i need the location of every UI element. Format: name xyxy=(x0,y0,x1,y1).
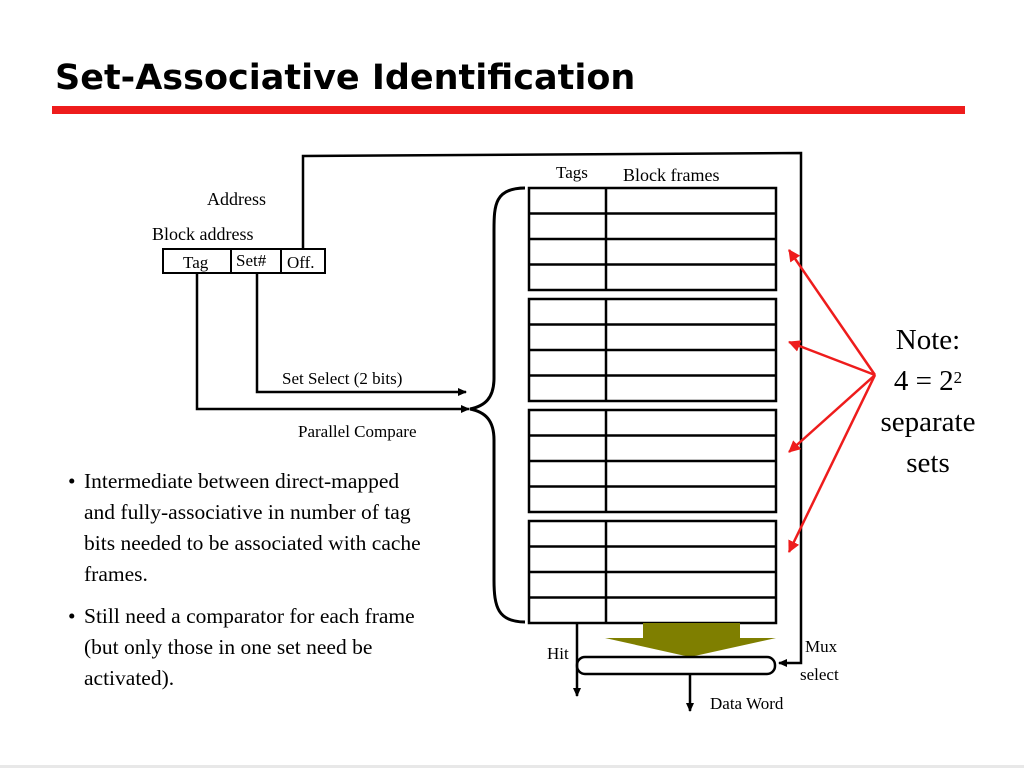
note-arrow-set-1 xyxy=(787,249,877,376)
address-label: Address xyxy=(207,189,266,209)
cache-set-3 xyxy=(527,408,778,514)
note-equation-prefix: 4 = 2 xyxy=(893,365,954,397)
tags-column-header: Tags xyxy=(556,163,588,182)
bottom-strip xyxy=(0,765,1024,768)
bullet-item-1: Intermediate between direct-mapped and f… xyxy=(68,466,423,590)
cache-set-2 xyxy=(527,297,778,403)
note-line-sets: sets xyxy=(906,447,950,479)
offset-field-label: Off. xyxy=(287,253,315,272)
note-equation: 4 = 22 xyxy=(862,361,994,402)
note-arrow-set-4 xyxy=(787,374,877,553)
slide-title: Set-Associative Identification xyxy=(55,58,636,98)
tag-compare-wire xyxy=(195,273,470,413)
note-arrow-set-2 xyxy=(788,340,876,377)
note-arrow-set-3 xyxy=(788,374,876,453)
bullet-list: Intermediate between direct-mapped and f… xyxy=(68,466,423,705)
mux-bar xyxy=(575,655,777,676)
bullet-item-2: Still need a comparator for each frame (… xyxy=(68,601,423,694)
data-word-label: Data Word xyxy=(710,694,784,713)
mux-funnel xyxy=(605,623,776,657)
cache-set-1 xyxy=(527,186,778,292)
hit-label: Hit xyxy=(547,644,569,663)
block-address-label: Block address xyxy=(152,224,253,244)
block-frames-column-header: Block frames xyxy=(623,165,719,185)
tag-field-label: Tag xyxy=(183,253,209,272)
set-field-box xyxy=(230,248,282,274)
mux-select-label-line2: select xyxy=(800,665,839,684)
set-field-label: Set# xyxy=(236,251,267,270)
note-exponent: 2 xyxy=(953,368,963,387)
set-select-wire xyxy=(255,273,467,396)
offset-wire xyxy=(301,151,803,667)
cache-sets xyxy=(527,186,778,625)
title-underline xyxy=(52,106,965,114)
note-box: Note: 4 = 22 separate sets xyxy=(862,320,994,484)
cache-set-4 xyxy=(527,519,778,625)
note-line-separate: separate xyxy=(880,406,976,438)
note-label: Note: xyxy=(895,324,961,356)
parallel-compare-label: Parallel Compare xyxy=(298,422,417,441)
set-brace xyxy=(469,186,526,624)
mux-select-label-line1: Mux xyxy=(805,637,838,656)
set-select-label: Set Select (2 bits) xyxy=(282,369,402,388)
offset-field-box xyxy=(280,248,326,274)
